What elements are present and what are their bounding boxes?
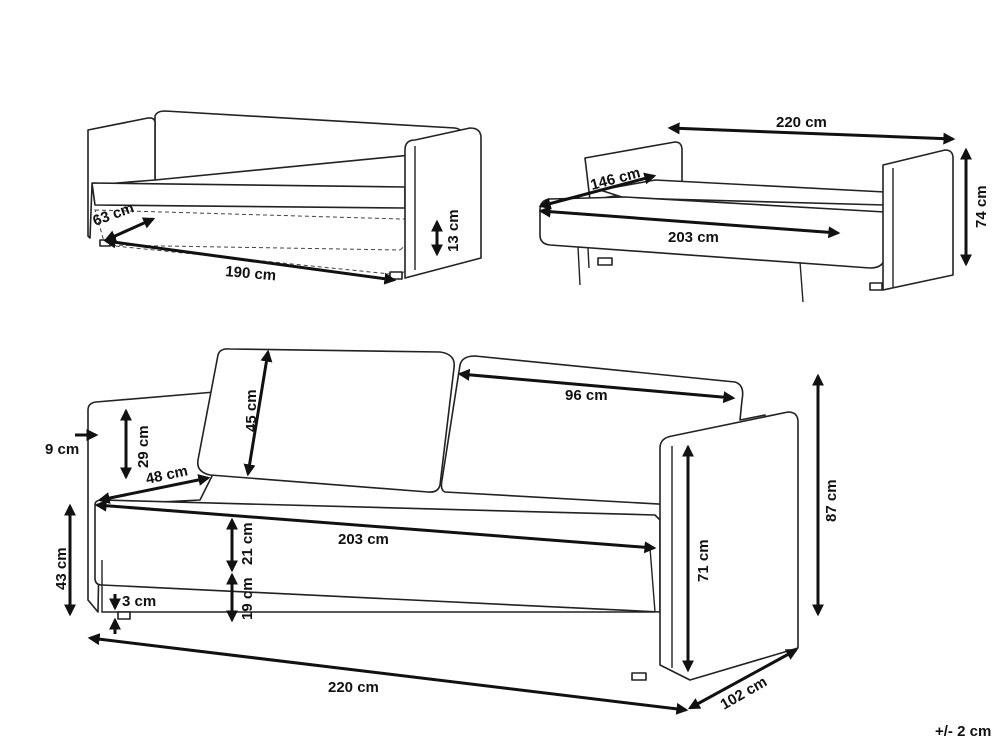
- arm-height-label: 71 cm: [695, 539, 712, 582]
- closed-length-label: 190 cm: [225, 263, 277, 284]
- armrest-width-label: 9 cm: [45, 441, 79, 458]
- front-view: 45 cm 96 cm 9 cm 29 cm 48 cm 87 cm 203 c…: [45, 348, 840, 715]
- open-bed-view: 220 cm 146 cm 203 cm 74 cm: [538, 114, 990, 303]
- total-width-label: 220 cm: [328, 679, 379, 696]
- cushion-height-label: 45 cm: [243, 389, 260, 432]
- open-height-label: 74 cm: [973, 185, 990, 228]
- open-width-label: 220 cm: [776, 114, 827, 131]
- armrest-height-label: 29 cm: [135, 425, 152, 468]
- open-bed-length-label: 203 cm: [668, 229, 719, 246]
- seat-cushion-label: 21 cm: [239, 522, 256, 565]
- tolerance-note: +/- 2 cm: [935, 723, 991, 740]
- closed-sofa-view: 63 cm 190 cm 13 cm: [87, 110, 482, 285]
- seat-width-label: 203 cm: [338, 531, 389, 548]
- seat-height-label: 43 cm: [53, 547, 70, 590]
- closed-height-label: 13 cm: [445, 209, 462, 252]
- total-height-label: 87 cm: [823, 479, 840, 522]
- cushion-width-label: 96 cm: [565, 387, 608, 404]
- leg-height-label: 3 cm: [122, 593, 156, 610]
- base-height-label: 19 cm: [239, 577, 256, 620]
